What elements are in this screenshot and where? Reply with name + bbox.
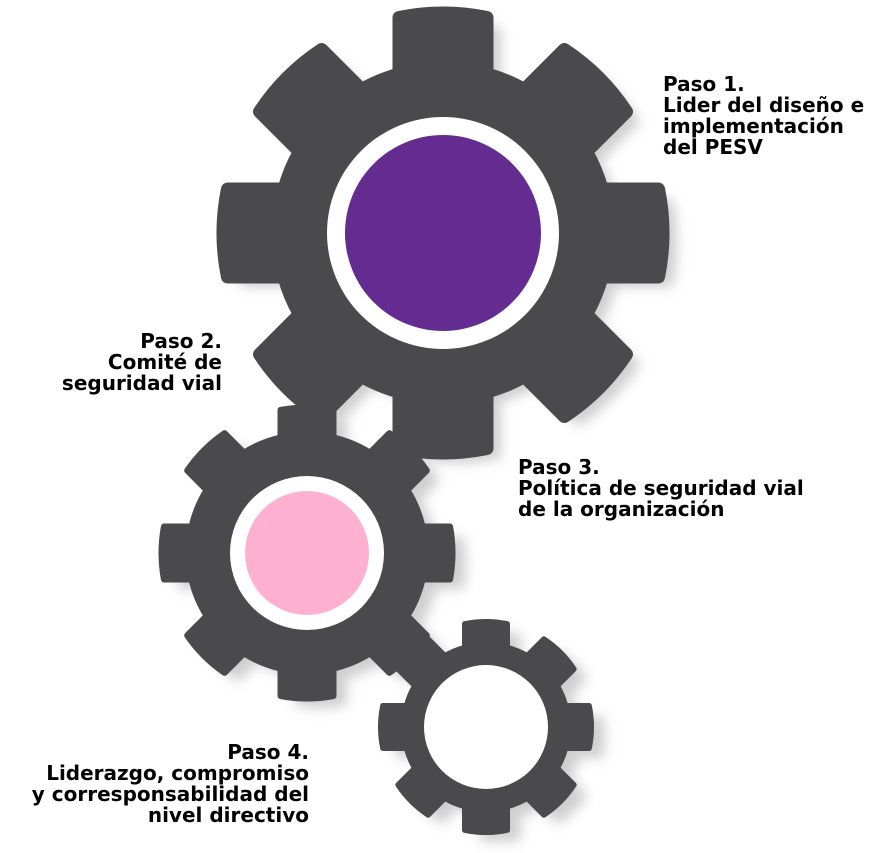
gear-medium-core [245, 491, 369, 615]
step-4-line-3: nivel directivo [147, 803, 309, 827]
step-3-line-1: Política de seguridad vial [518, 476, 804, 500]
step-4-title: Paso 4. [227, 740, 309, 764]
step-4-line-2: y corresponsabilidad del [31, 782, 309, 806]
step-2-line-1: Comité de [107, 350, 222, 374]
step-2-label: Paso 2. Comité de seguridad vial [62, 331, 222, 394]
gear-small-core [424, 665, 548, 789]
step-1-line-1: Lider del diseño e [663, 93, 865, 117]
gear-medium [158, 404, 456, 702]
gear-large [216, 6, 670, 460]
step-4-label: Paso 4. Liderazgo, compromiso y correspo… [32, 742, 309, 826]
step-3-label: Paso 3. Política de seguridad vial de la… [518, 457, 804, 520]
gear-large-core [345, 135, 541, 331]
gear-small [378, 619, 594, 835]
step-4-line-1: Liderazgo, compromiso [46, 761, 309, 785]
step-1-title: Paso 1. [663, 72, 745, 96]
step-1-line-3: del PESV [663, 135, 763, 159]
step-3-title: Paso 3. [518, 455, 600, 479]
step-1-line-2: implementación [663, 114, 844, 138]
step-2-title: Paso 2. [140, 329, 222, 353]
step-3-line-2: de la organización [518, 497, 725, 521]
step-1-label: Paso 1. Lider del diseño e implementació… [663, 74, 864, 158]
step-2-line-2: seguridad vial [61, 371, 222, 395]
